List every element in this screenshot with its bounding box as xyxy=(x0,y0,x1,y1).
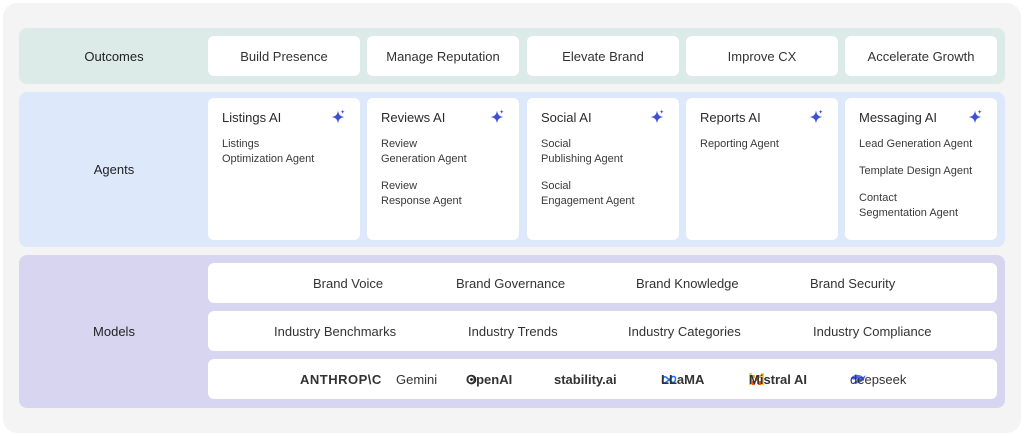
model-item: Brand Governance xyxy=(456,275,566,291)
agent-item: Reporting Agent xyxy=(700,138,779,150)
models-band: Models Brand Voice Brand Governance Bran… xyxy=(19,255,1005,408)
outcome-card: Elevate Brand xyxy=(527,36,679,76)
agent-item: Social Publishing Agent xyxy=(541,138,623,165)
logo-text: stability.ai xyxy=(554,371,617,387)
openai-icon xyxy=(466,374,477,384)
outcome-card: Accelerate Growth xyxy=(845,36,997,76)
deepseek-logo: deepseek xyxy=(850,372,906,387)
sparkle-icon xyxy=(650,109,664,124)
agent-item: Template Design Agent xyxy=(859,165,973,177)
agent-card-reviews: Reviews AI Review Generation Agent Revie… xyxy=(367,98,519,240)
agent-card-listings: Listings AI Listings Optimization Agent xyxy=(208,98,360,240)
agents-label: Agents xyxy=(93,162,135,177)
agent-item: Review Response Agent xyxy=(381,180,462,207)
outcome-text: Build Presence xyxy=(240,48,328,64)
outcome-card: Improve CX xyxy=(686,36,838,76)
logo-text: LLaMA xyxy=(661,371,705,387)
models-label: Models xyxy=(93,324,135,339)
sparkle-icon xyxy=(490,109,504,124)
agent-item: Lead Generation Agent xyxy=(859,138,973,150)
agent-title: Reports AI xyxy=(700,110,761,125)
sparkle-icon xyxy=(331,109,345,124)
llm-logos-row: ANTHROP\C Gemini OpenAI stability.ai LLa… xyxy=(208,359,997,399)
meta-logo: LLaMA xyxy=(661,372,704,387)
agent-card-messaging: Messaging AI Lead Generation Agent Templ… xyxy=(845,98,997,240)
model-item: Brand Voice xyxy=(313,275,384,291)
agents-band: Agents Listings AI Listings Optimization… xyxy=(19,92,1005,247)
model-item: Industry Compliance xyxy=(813,323,932,339)
logo-text: Gemini xyxy=(396,371,438,387)
industry-models-row: Industry Benchmarks Industry Trends Indu… xyxy=(208,311,997,351)
model-item: Industry Trends xyxy=(468,323,558,339)
meta-icon xyxy=(661,375,677,384)
agent-card-reports: Reports AI Reporting Agent xyxy=(686,98,838,240)
outcomes-band: Outcomes Build Presence Manage Reputatio… xyxy=(19,28,1005,84)
mistral-logo: Mistral AI xyxy=(749,372,807,387)
outcome-card: Manage Reputation xyxy=(367,36,519,76)
logo-text: OpenAI xyxy=(466,371,513,387)
deepseek-whale-icon xyxy=(851,374,866,384)
agent-item: Social Engagement Agent xyxy=(541,180,635,207)
agent-title: Messaging AI xyxy=(859,110,938,125)
agent-title: Social AI xyxy=(541,110,592,125)
agent-item: Contact Segmentation Agent xyxy=(859,192,959,219)
model-item: Industry Benchmarks xyxy=(274,323,397,339)
sparkle-icon xyxy=(809,109,823,124)
agent-item: Review Generation Agent xyxy=(381,138,467,165)
agent-card-social: Social AI Social Publishing Agent Social… xyxy=(527,98,679,240)
agent-title: Listings AI xyxy=(222,110,282,125)
agent-item: Listings Optimization Agent xyxy=(222,138,315,165)
agent-title: Reviews AI xyxy=(381,110,446,125)
sparkle-icon xyxy=(968,109,982,124)
openai-logo: OpenAI xyxy=(466,372,512,387)
brand-models-row: Brand Voice Brand Governance Brand Knowl… xyxy=(208,263,997,303)
model-item: Industry Categories xyxy=(628,323,741,339)
logo-text: ANTHROP\C xyxy=(300,371,382,387)
model-item: Brand Security xyxy=(810,275,896,291)
logo-text: deepseek xyxy=(850,371,907,387)
outcome-card: Build Presence xyxy=(208,36,360,76)
outcome-text: Elevate Brand xyxy=(562,48,644,64)
outcome-text: Improve CX xyxy=(727,48,797,64)
logo-text: Mistral AI xyxy=(749,371,808,387)
outcomes-label: Outcomes xyxy=(84,48,144,64)
outcome-text: Manage Reputation xyxy=(386,48,500,64)
outcome-text: Accelerate Growth xyxy=(867,48,975,64)
mistral-icon xyxy=(749,373,764,385)
model-item: Brand Knowledge xyxy=(636,275,739,291)
